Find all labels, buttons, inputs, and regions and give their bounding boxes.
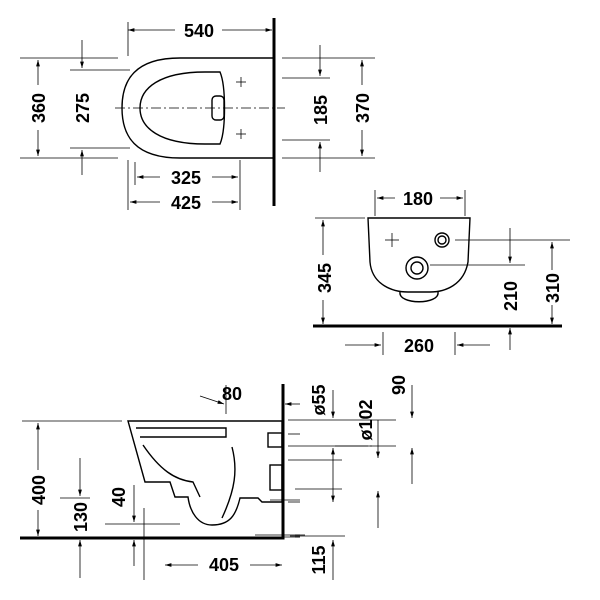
dim-outlet-diameter: ø102 [356, 399, 376, 440]
bowl-outline [121, 57, 274, 159]
dim-260: 260 [404, 336, 434, 356]
dim-115: 115 [309, 545, 329, 574]
dim-310: 310 [543, 273, 563, 303]
dim-inlet-diameter: ø55 [309, 384, 329, 415]
side-outline [127, 420, 283, 526]
dim-185: 185 [311, 95, 331, 125]
floor-wall-line [20, 384, 285, 540]
dim-325: 325 [171, 168, 201, 188]
front-view: 180 345 210 310 260 [313, 189, 570, 356]
side-view: 80 ø55 90 ø102 400 130 40 405 115 [20, 375, 414, 580]
dim-130: 130 [71, 502, 91, 532]
top-view: 540 360 275 185 370 325 425 [20, 18, 375, 213]
dim-275: 275 [73, 93, 93, 123]
dim-540: 540 [184, 21, 214, 41]
front-outline [367, 217, 471, 293]
dim-370: 370 [353, 93, 373, 123]
dim-425: 425 [171, 193, 201, 213]
dim-210: 210 [501, 281, 521, 311]
dim-345: 345 [315, 263, 335, 293]
dim-405: 405 [209, 555, 239, 575]
dim-80: 80 [222, 384, 242, 404]
dim-90: 90 [389, 375, 409, 395]
dim-40: 40 [109, 487, 129, 507]
dim-360: 360 [29, 93, 49, 123]
dim-180: 180 [403, 189, 433, 209]
dim-400: 400 [29, 475, 49, 505]
